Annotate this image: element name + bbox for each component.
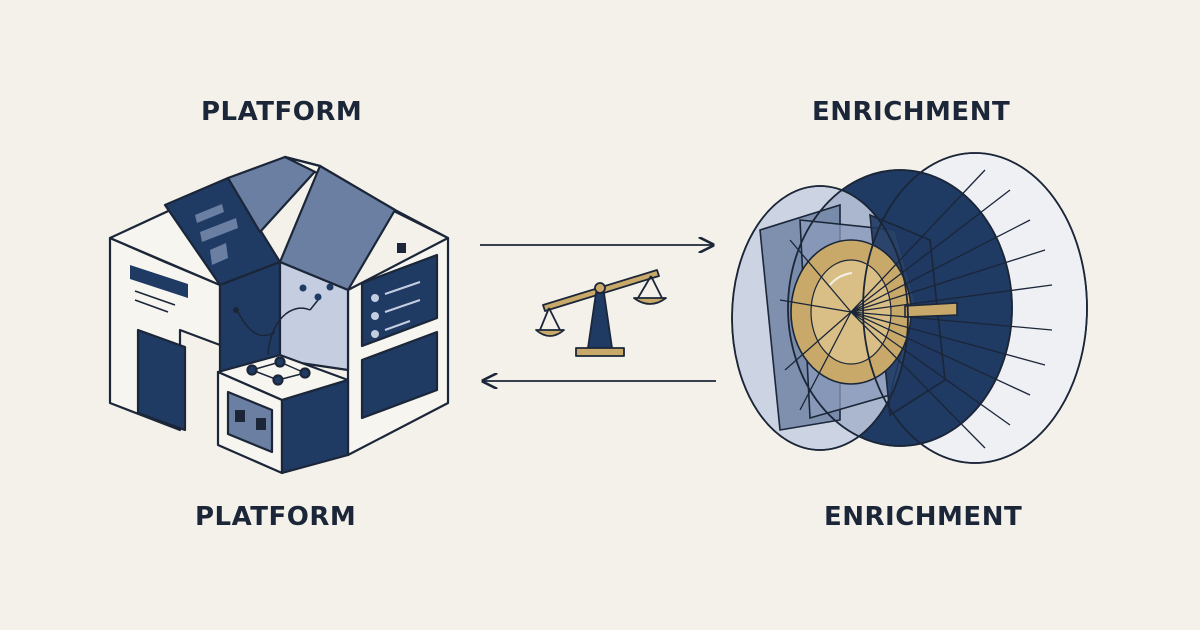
balance-scale-icon [535,269,667,357]
platform-label-bottom: PLATFORM [195,502,357,532]
platform-label-top: PLATFORM [201,97,363,127]
platform-building-icon [108,155,450,475]
enrichment-label-top: ENRICHMENT [812,97,1011,127]
enrichment-lens-icon [731,152,1088,464]
enrichment-label-bottom: ENRICHMENT [824,502,1023,532]
